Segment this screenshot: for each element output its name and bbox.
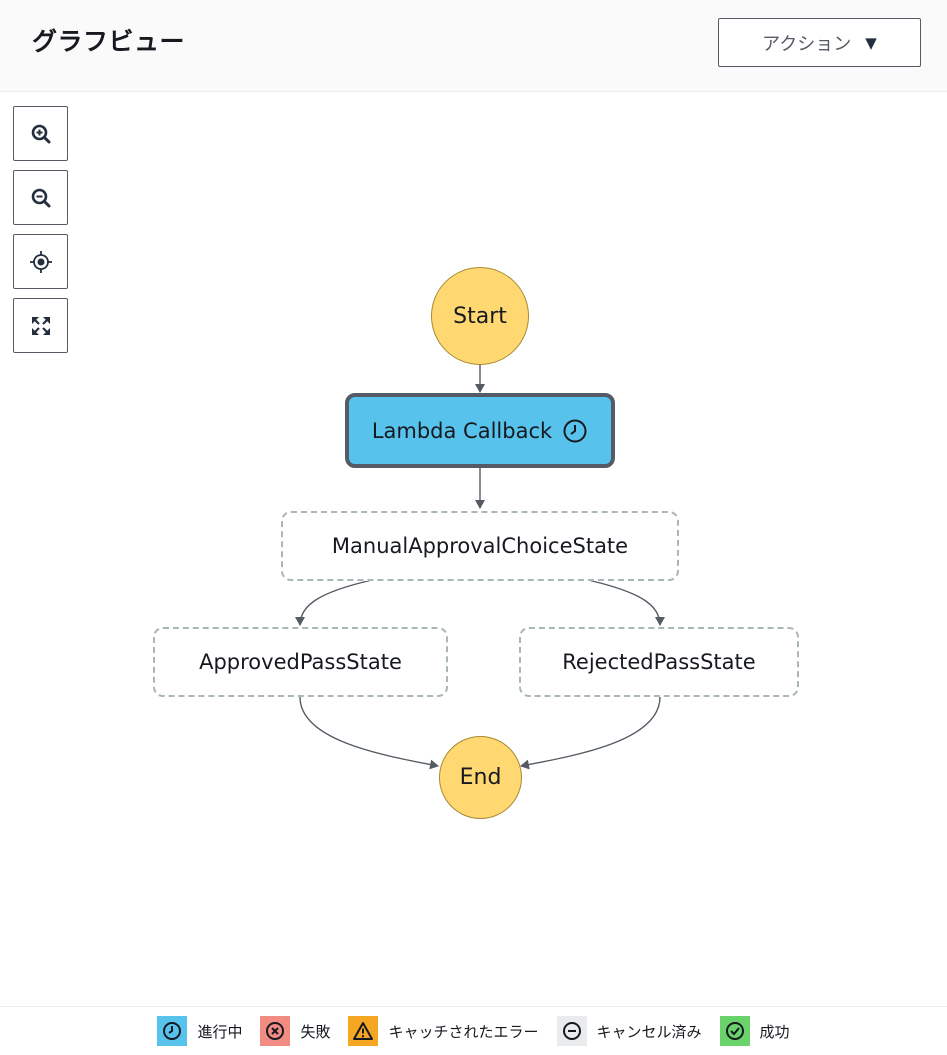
node-manual-approval-choice[interactable]: ManualApprovalChoiceState <box>281 511 679 581</box>
caret-down-icon: ▼ <box>865 33 877 52</box>
clock-icon <box>563 419 587 442</box>
node-lambda-callback[interactable]: Lambda Callback <box>345 393 615 468</box>
zoom-out-icon <box>31 188 50 207</box>
center-icon <box>29 250 52 273</box>
actions-label: アクション <box>762 33 852 55</box>
edge-rejected-end <box>520 696 661 770</box>
graph-edges <box>295 364 665 770</box>
clock-icon <box>157 1016 188 1046</box>
legend-succeeded: 成功 <box>719 1016 790 1046</box>
page-title: グラフビュー <box>32 27 186 56</box>
zoom-in-icon <box>31 124 50 143</box>
legend-label: キャンセル済み <box>596 1022 702 1041</box>
edge-choice-rejected <box>587 579 665 626</box>
legend-in-progress: 進行中 <box>157 1016 242 1046</box>
zoom-out-button[interactable] <box>13 170 68 225</box>
legend-caught-error: キャッチされたエラー <box>348 1016 539 1046</box>
edge-choice-approved <box>295 579 373 626</box>
x-circle-icon <box>260 1016 291 1046</box>
legend-cancelled: キャンセル済み <box>556 1016 702 1046</box>
node-lambda-label: Lambda Callback <box>371 418 553 443</box>
fit-to-screen-button[interactable] <box>13 298 68 353</box>
fit-to-screen-icon <box>31 316 50 335</box>
minus-circle-icon <box>556 1016 587 1046</box>
legend-label: キャッチされたエラー <box>388 1022 539 1041</box>
actions-dropdown-button[interactable]: アクション ▼ <box>718 18 921 67</box>
warning-icon <box>348 1016 379 1046</box>
check-circle-icon <box>719 1016 750 1046</box>
node-end[interactable]: End <box>439 736 522 819</box>
node-rejected-pass[interactable]: RejectedPassState <box>519 627 799 697</box>
status-legend: 進行中 失敗 キャッチされたエラー キャンセル済み <box>0 1006 947 1055</box>
page-header: グラフビュー アクション ▼ <box>0 0 947 92</box>
legend-label: 成功 <box>759 1022 790 1041</box>
legend-label: 進行中 <box>197 1022 243 1041</box>
legend-label: 失敗 <box>300 1022 331 1041</box>
zoom-in-button[interactable] <box>13 106 68 161</box>
center-button[interactable] <box>13 234 68 289</box>
edge-approved-end <box>299 696 439 770</box>
node-start[interactable]: Start <box>431 267 529 365</box>
legend-failed: 失敗 <box>260 1016 330 1046</box>
node-approved-pass[interactable]: ApprovedPassState <box>153 627 448 697</box>
